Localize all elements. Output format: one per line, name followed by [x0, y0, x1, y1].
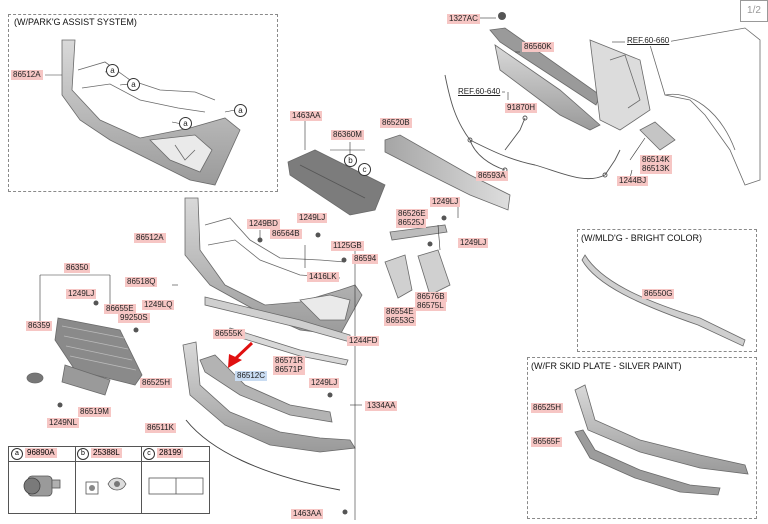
callout-a: a — [234, 104, 247, 117]
grille — [26, 317, 143, 396]
part-label[interactable]: 1249BD — [247, 219, 280, 229]
part-label[interactable]: 1463AA — [290, 111, 323, 121]
part-label[interactable]: 91870H — [505, 103, 538, 113]
part-label[interactable]: 86518Q — [125, 277, 158, 287]
part-label[interactable]: 86513K — [640, 164, 672, 174]
part-label[interactable]: 1249LJ — [66, 289, 97, 299]
part-label[interactable]: 1244FD — [347, 336, 380, 346]
part-label[interactable]: 86359 — [26, 321, 53, 331]
legend-cell-c: c 28199 — [141, 447, 209, 513]
bumper-cover-parking — [61, 39, 241, 186]
callout-a: a — [127, 78, 140, 91]
callout-b: b — [344, 154, 357, 167]
legend-cell-a: a 96890A — [9, 447, 76, 513]
part-label[interactable]: 86525H — [531, 403, 564, 413]
part-label[interactable]: 1334AA — [365, 401, 398, 411]
legend-part-code[interactable]: 96890A — [25, 448, 57, 458]
side-brackets — [384, 224, 451, 299]
fog-bracket — [639, 121, 676, 151]
callout-c: c — [358, 163, 371, 176]
part-label[interactable]: 86526E — [396, 209, 428, 219]
part-label[interactable]: 1463AA — [291, 509, 324, 519]
legend-letter: a — [11, 448, 23, 460]
part-label[interactable]: 86565F — [531, 437, 563, 447]
part-label[interactable]: 86553G — [384, 316, 417, 326]
part-label[interactable]: 1125GB — [331, 241, 364, 251]
part-label[interactable]: 86550G — [642, 289, 675, 299]
callout-a: a — [106, 64, 119, 77]
part-label[interactable]: 1249LJ — [297, 213, 328, 223]
part-label[interactable]: 86512A — [134, 233, 166, 243]
part-label[interactable]: 1249NL — [47, 418, 80, 428]
fasteners — [57, 12, 506, 515]
skid-plate-title: (W/FR SKID PLATE - SILVER PAINT) — [531, 361, 682, 371]
part-label[interactable]: 1249LJ — [309, 378, 340, 388]
legend-cell-b: b 25388L — [75, 447, 142, 513]
part-label[interactable]: 86555K — [213, 329, 245, 339]
part-label[interactable]: 86575L — [415, 301, 446, 311]
part-label[interactable]: 86519M — [78, 407, 111, 417]
sensor-icon — [23, 475, 61, 497]
part-label[interactable]: 86576B — [415, 292, 447, 302]
part-label[interactable]: 1416LK — [307, 272, 339, 282]
upper-bracket — [384, 134, 511, 211]
ref-link-60-640[interactable]: REF.60-640 — [456, 87, 503, 97]
part-label[interactable]: 86554E — [384, 307, 416, 317]
bright-molding-title: (W/MLD'G - BRIGHT COLOR) — [581, 233, 703, 243]
part-label[interactable]: 1249LJ — [430, 197, 461, 207]
part-label[interactable]: 86571P — [273, 365, 305, 375]
clip-icon — [85, 477, 127, 495]
part-label[interactable]: 1327AC — [447, 14, 480, 24]
page-indicator[interactable]: 1/2 — [740, 0, 768, 22]
selection-arrow — [228, 341, 254, 368]
wiring-harness — [444, 74, 621, 180]
impact-beam — [489, 27, 651, 131]
part-label[interactable]: 1249LJ — [458, 238, 489, 248]
pad-icon — [148, 477, 204, 495]
engine-cover — [287, 149, 386, 216]
part-label[interactable]: 86560K — [522, 42, 554, 52]
bright-molding — [581, 254, 746, 347]
part-label[interactable]: 86511K — [145, 423, 176, 433]
part-label[interactable]: 86525J — [396, 218, 427, 228]
part-label[interactable]: 86564B — [270, 229, 302, 239]
part-label[interactable]: 86350 — [64, 263, 91, 273]
legend-part-code[interactable]: 28199 — [157, 448, 184, 458]
legend-letter: b — [77, 448, 89, 460]
skid-plate-parts — [574, 384, 749, 496]
part-label[interactable]: 86594 — [352, 254, 379, 264]
bright-molding-box — [577, 229, 757, 352]
part-label[interactable]: 86514K — [640, 155, 672, 165]
part-label[interactable]: 86360M — [331, 130, 364, 140]
part-label[interactable]: 86520B — [380, 118, 412, 128]
callout-a: a — [179, 117, 192, 130]
part-label[interactable]: 86525H — [140, 378, 173, 388]
parking-assist-box — [8, 14, 278, 192]
part-label[interactable]: 99250S — [118, 313, 150, 323]
skid-plate-box — [527, 357, 757, 519]
fender — [649, 27, 761, 186]
part-label[interactable]: 1249LQ — [142, 300, 175, 310]
part-label[interactable]: 86655E — [104, 304, 136, 314]
legend-part-code[interactable]: 25388L — [91, 448, 122, 458]
part-label-selected[interactable]: 86512C — [235, 371, 268, 381]
part-label[interactable]: 1244BJ — [617, 176, 649, 186]
part-label[interactable]: 86593A — [476, 171, 508, 181]
parts-legend: a 96890A b 25388L c 2 — [8, 446, 210, 514]
lower-bumper — [182, 341, 356, 491]
part-label[interactable]: 86512A — [11, 70, 43, 80]
part-label[interactable]: 86571R — [273, 356, 306, 366]
parking-assist-title: (W/PARK'G ASSIST SYSTEM) — [14, 17, 137, 27]
ref-link-60-660[interactable]: REF.60-660 — [625, 36, 672, 46]
legend-letter: c — [143, 448, 155, 460]
